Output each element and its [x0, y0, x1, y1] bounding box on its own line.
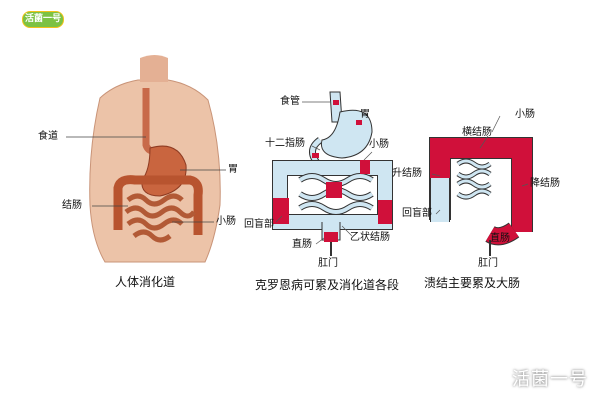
- human-torso-illustration: [89, 55, 221, 263]
- brand-logo: 活菌一号: [22, 11, 64, 28]
- uc-colon-diagram: [429, 137, 533, 256]
- watermark: 活菌一号: [512, 369, 588, 390]
- uc-leader-lines: [431, 115, 529, 215]
- label-small-intestine-crohn: 小肠: [369, 139, 389, 150]
- label-small-intestine: 小肠: [216, 216, 236, 227]
- label-esophagus-crohn: 食管: [280, 96, 300, 107]
- caption-human-digestive-tract: 人体消化道: [115, 275, 176, 289]
- label-ascending-colon: 升结肠: [392, 168, 422, 179]
- label-sigmoid-colon: 乙状结肠: [350, 232, 390, 243]
- label-rectum-uc: 直肠: [490, 233, 510, 244]
- label-esophagus: 食道: [38, 131, 58, 142]
- label-rectum-crohn: 直肠: [292, 239, 312, 250]
- label-transverse-colon: 横结肠: [462, 127, 492, 138]
- caption-crohn-disease: 克罗恩病可累及消化道各段: [255, 278, 400, 292]
- label-stomach-crohn: 胃: [360, 109, 370, 120]
- crohn-leader-lines: [275, 101, 373, 245]
- caption-uc-large-intestine: 溃结主要累及大肠: [424, 276, 521, 290]
- label-duodenum: 十二指肠: [265, 138, 305, 149]
- label-cecum-crohn: 回盲部: [244, 219, 274, 230]
- label-colon: 结肠: [62, 200, 82, 211]
- label-descending-colon: 降结肠: [530, 178, 560, 189]
- label-anus-uc: 肛门: [478, 258, 498, 269]
- logo-text: 活菌一号: [24, 14, 61, 24]
- crohn-tract-diagram: [272, 91, 393, 256]
- label-cecum-uc: 回盲部: [402, 208, 432, 219]
- label-small-intestine-uc: 小肠: [515, 109, 535, 120]
- label-stomach: 胃: [228, 164, 238, 175]
- label-anus-crohn: 肛门: [318, 258, 338, 269]
- body-leader-lines: [66, 136, 226, 223]
